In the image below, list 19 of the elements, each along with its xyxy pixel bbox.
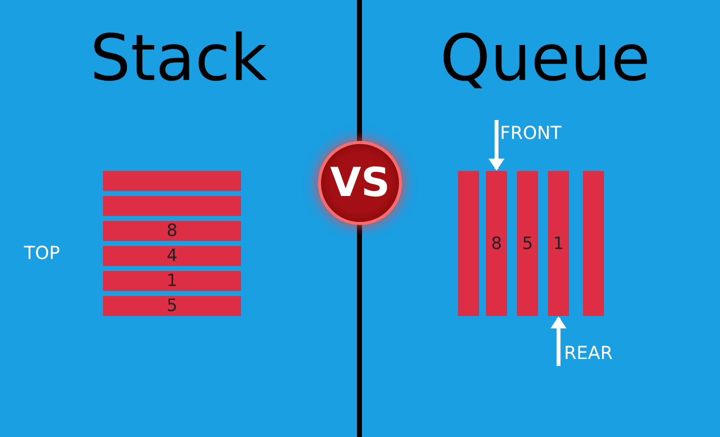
stack-slot [103, 196, 241, 216]
queue-slot: 5 [517, 171, 538, 316]
queue-slot [583, 171, 604, 316]
stack-slot: 5 [103, 296, 241, 316]
section-title: Queue [440, 22, 650, 96]
queue-slot [458, 171, 479, 316]
stack-slot: 1 [103, 271, 241, 291]
arrow [488, 120, 504, 171]
stack-slot: 4 [103, 246, 241, 266]
pointer-label: FRONT [500, 120, 580, 146]
section-title: Stack [90, 22, 268, 96]
pointer-label: REAR [564, 340, 634, 366]
side-label: TOP [24, 243, 60, 264]
queue-slot: 1 [548, 171, 569, 316]
queue-slot: 8 [486, 171, 507, 316]
stack-slot: 8 [103, 221, 241, 241]
stack-slot [103, 171, 241, 191]
versus-badge: VS [318, 141, 402, 225]
arrow [550, 316, 566, 366]
